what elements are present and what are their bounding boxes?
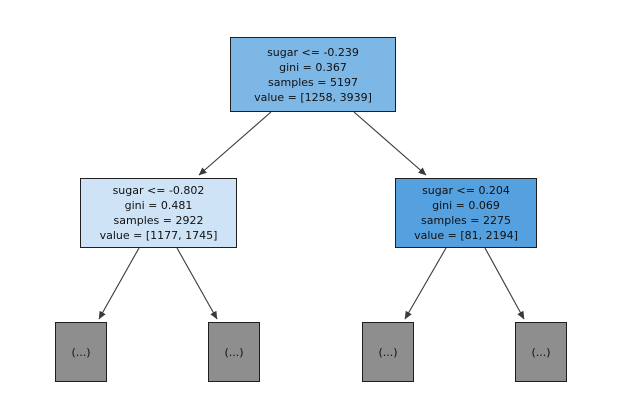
collapsed-leaf-node-1: (...)	[55, 322, 107, 382]
edge-root-to-left	[198, 111, 272, 176]
leaf-4-label: (...)	[531, 345, 551, 359]
leaf-1-label: (...)	[71, 345, 91, 359]
root-node: sugar <= -0.239 gini = 0.367 samples = 5…	[230, 37, 396, 112]
left-samples: samples = 2922	[113, 214, 204, 227]
root-samples: samples = 5197	[268, 75, 358, 89]
root-class-values: value = [1258, 3939]	[254, 90, 372, 104]
edge-right-to-leaf4	[484, 247, 525, 320]
root-gini: gini = 0.367	[279, 60, 347, 74]
edge-right-to-leaf3	[404, 247, 447, 320]
left-gini: gini = 0.481	[124, 199, 193, 212]
right-gini: gini = 0.069	[432, 199, 500, 212]
collapsed-leaf-node-3: (...)	[362, 322, 414, 382]
left-class-values: value = [1177, 1745]	[99, 229, 218, 242]
edge-root-to-right	[353, 111, 427, 176]
collapsed-leaf-node-2: (...)	[208, 322, 260, 382]
right-child-node: sugar <= 0.204 gini = 0.069 samples = 22…	[395, 178, 537, 248]
right-class-values: value = [81, 2194]	[414, 229, 518, 242]
root-split-condition: sugar <= -0.239	[267, 45, 359, 59]
left-split-condition: sugar <= -0.802	[112, 184, 205, 197]
edge-left-to-leaf2	[176, 247, 218, 320]
right-split-condition: sugar <= 0.204	[422, 184, 510, 197]
leaf-3-label: (...)	[378, 345, 398, 359]
collapsed-leaf-node-4: (...)	[515, 322, 567, 382]
left-child-node: sugar <= -0.802 gini = 0.481 samples = 2…	[80, 178, 237, 248]
leaf-2-label: (...)	[224, 345, 244, 359]
right-samples: samples = 2275	[421, 214, 511, 227]
edge-left-to-leaf1	[98, 247, 140, 320]
